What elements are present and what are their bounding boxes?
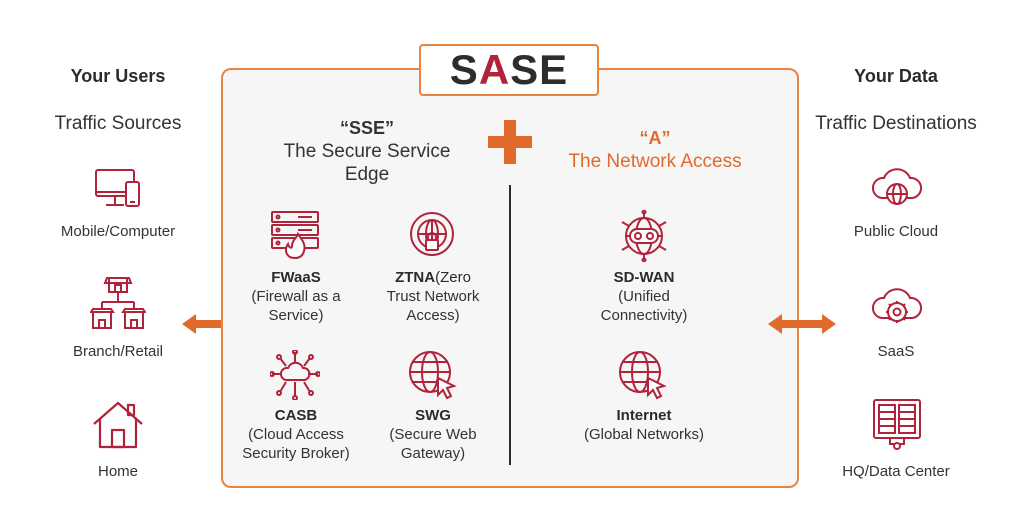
fwaas-item: FWaaS (Firewall as a Service) bbox=[232, 268, 360, 325]
item-desc: Connectivity) bbox=[600, 307, 688, 324]
right-item-label: SaaS bbox=[877, 343, 915, 360]
sse-title: The Secure Service Edge bbox=[257, 140, 477, 186]
network-title: The Network Access bbox=[568, 151, 742, 172]
sse-quote: “SSE” bbox=[339, 118, 395, 138]
traffic-sources-label: Traffic Sources bbox=[54, 113, 182, 134]
users-heading: Your Users bbox=[70, 66, 166, 86]
item-desc: Trust Network bbox=[386, 288, 480, 305]
item-title: FWaaS bbox=[271, 269, 321, 286]
internet-globe-cursor-icon bbox=[618, 350, 668, 400]
cloud-gear-icon bbox=[870, 282, 924, 330]
item-title: SD-WAN bbox=[613, 269, 675, 286]
ztna-item: ZTNA(Zero Trust Network Access) bbox=[370, 268, 496, 325]
server-rack-icon bbox=[872, 398, 922, 450]
item-desc: (Unified bbox=[618, 288, 670, 305]
item-desc: Service) bbox=[268, 307, 324, 324]
item-title: ZTNA bbox=[395, 269, 436, 286]
logo-letter: SE bbox=[510, 46, 569, 93]
cloud-globe-icon bbox=[870, 162, 924, 210]
item-title: SWG bbox=[415, 407, 451, 424]
right-item-label: Public Cloud bbox=[853, 223, 939, 240]
item-desc: Gateway) bbox=[400, 445, 466, 462]
right-item-label: HQ/Data Center bbox=[842, 463, 950, 480]
sse-title-line: The Secure Service bbox=[283, 141, 451, 162]
cloud-network-icon bbox=[270, 350, 320, 400]
plus-icon bbox=[488, 120, 532, 164]
sd-wan-item: SD-WAN (Unified Connectivity) bbox=[580, 268, 708, 325]
firewall-icon bbox=[270, 210, 320, 260]
casb-item: CASB (Cloud Access Security Broker) bbox=[226, 406, 366, 463]
swg-item: SWG (Secure Web Gateway) bbox=[368, 406, 498, 463]
item-title: CASB bbox=[274, 407, 318, 424]
item-title-rest: (Zero bbox=[435, 269, 471, 286]
section-divider bbox=[509, 185, 511, 465]
bidirectional-arrow-icon bbox=[768, 312, 836, 336]
logo-letter-accent: A bbox=[478, 46, 511, 93]
item-title: Internet bbox=[616, 407, 672, 424]
data-heading: Your Data bbox=[854, 66, 938, 86]
logo-letter: S bbox=[449, 46, 479, 93]
left-item-label: Branch/Retail bbox=[72, 343, 164, 360]
zero-trust-globe-icon bbox=[408, 210, 456, 260]
home-icon bbox=[92, 400, 144, 450]
sse-title-line: Edge bbox=[344, 164, 390, 185]
item-desc: (Global Networks) bbox=[583, 426, 705, 443]
item-desc: (Firewall as a bbox=[251, 288, 341, 305]
web-globe-cursor-icon bbox=[408, 350, 458, 400]
internet-item: Internet (Global Networks) bbox=[566, 406, 722, 444]
left-item-label: Mobile/Computer bbox=[60, 223, 176, 240]
bidirectional-arrow-icon bbox=[182, 312, 250, 336]
item-desc: Security Broker) bbox=[242, 445, 350, 462]
network-quote: “A” bbox=[639, 128, 671, 148]
item-desc: Access) bbox=[406, 307, 460, 324]
left-item-label: Home bbox=[97, 463, 138, 480]
traffic-destinations-label: Traffic Destinations bbox=[815, 113, 977, 134]
item-desc: (Cloud Access bbox=[248, 426, 344, 443]
sd-wan-icon bbox=[618, 210, 670, 262]
branch-network-icon bbox=[90, 276, 146, 332]
computer-phone-icon bbox=[94, 168, 142, 210]
item-desc: (Secure Web bbox=[389, 426, 477, 443]
